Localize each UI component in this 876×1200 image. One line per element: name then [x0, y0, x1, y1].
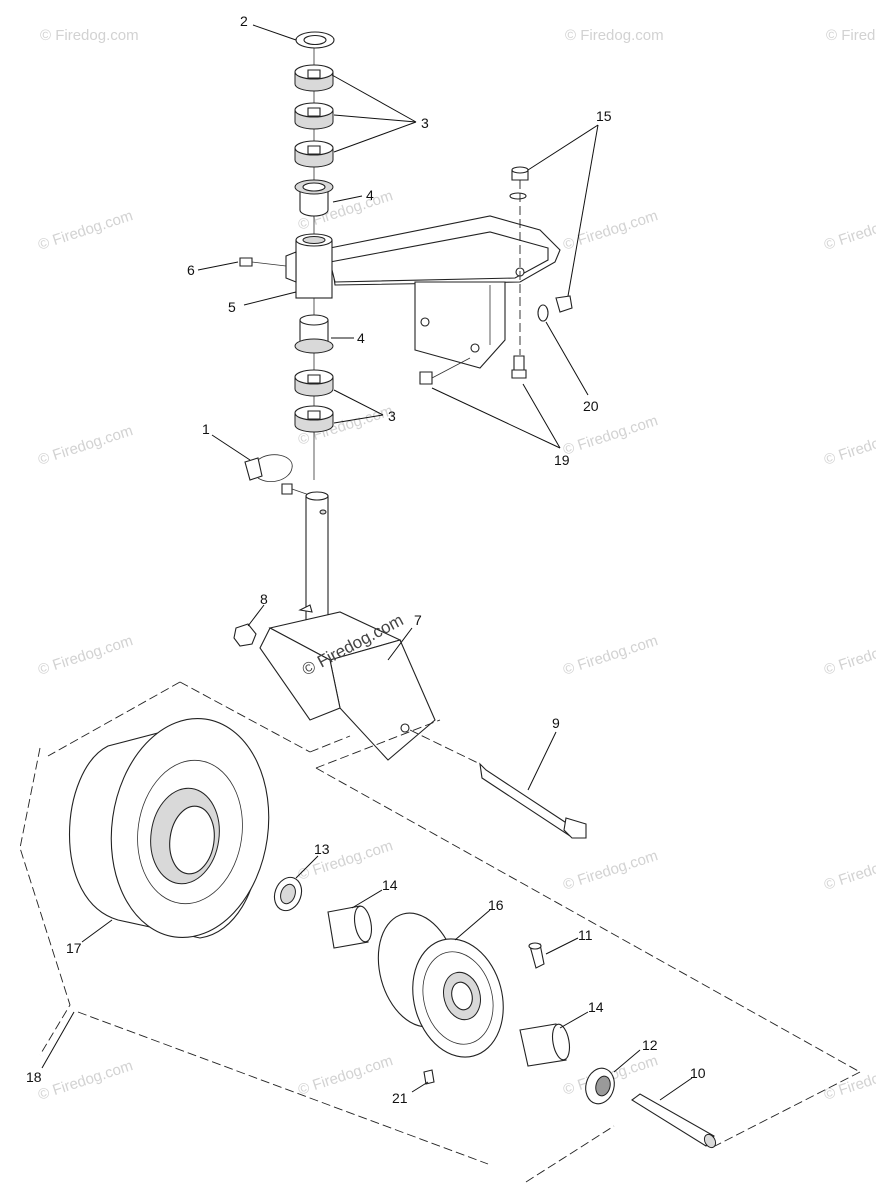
callout-17: 17	[66, 940, 82, 956]
watermark: © Firedog.com	[826, 27, 876, 44]
watermark: © Firedog.com	[565, 27, 664, 44]
wheel-hub-part-16	[377, 912, 504, 1058]
bearing-part-14-left	[327, 905, 373, 949]
callout-5: 5	[228, 299, 236, 315]
axle-bolt-part-9	[409, 729, 587, 839]
watermark: © Firedog.com	[822, 632, 876, 679]
callout-3-upper: 3	[421, 115, 429, 131]
grease-fitting-part-6	[239, 257, 287, 267]
assembly-boundary-part-18	[19, 681, 861, 1183]
callout-2: 2	[240, 13, 248, 29]
lock-pin-part-1	[244, 454, 319, 499]
callout-16: 16	[488, 897, 504, 913]
washer-part-20	[537, 304, 549, 322]
watermark: © Firedog.com	[561, 207, 660, 254]
watermark: © Firedog.com	[36, 422, 135, 469]
callout-18: 18	[26, 1069, 42, 1085]
spacer-tube-part-10	[631, 1093, 717, 1149]
watermark: © Firedog.com	[296, 837, 395, 884]
callout-9: 9	[552, 715, 560, 731]
watermark: © Firedog.com	[822, 847, 876, 894]
watermark: © Firedog.com	[561, 412, 660, 459]
watermark: © Firedog.com	[36, 632, 135, 679]
callout-20: 20	[583, 398, 599, 414]
steering-bracket-part-5	[285, 215, 561, 369]
callout-6: 6	[187, 262, 195, 278]
seal-part-13	[273, 876, 303, 912]
callout-21: 21	[392, 1090, 408, 1106]
callout-8: 8	[260, 591, 268, 607]
valve-stem-part-11	[528, 942, 545, 969]
spacer-part-3-upper	[294, 64, 334, 168]
callout-12: 12	[642, 1037, 658, 1053]
watermark: © Firedog.com	[822, 207, 876, 254]
callout-11: 11	[578, 927, 593, 943]
callout-14-left: 14	[382, 877, 398, 893]
spindle-shaft	[305, 491, 329, 637]
watermark: © Firedog.com	[822, 1057, 876, 1104]
callout-3-lower: 3	[388, 408, 396, 424]
leader-lines	[41, 24, 693, 1101]
callout-19: 19	[554, 452, 570, 468]
callout-14-right: 14	[588, 999, 604, 1015]
washer-part-2	[295, 31, 335, 49]
watermark: © Firedog.com	[561, 847, 660, 894]
watermark: © Firedog.com	[822, 422, 876, 469]
watermark: © Firedog.com	[36, 1057, 135, 1104]
callout-15: 15	[596, 108, 612, 124]
bushing-part-4-lower	[294, 314, 334, 354]
watermark: © Firedog.com	[561, 632, 660, 679]
watermark: © Firedog.com	[40, 27, 139, 44]
bearing-part-14-right	[519, 1023, 571, 1067]
callout-10: 10	[690, 1065, 706, 1081]
bolt-part-19	[419, 355, 527, 385]
bushing-part-4-upper	[294, 179, 334, 217]
callout-7: 7	[414, 612, 422, 628]
callout-13: 13	[314, 841, 330, 857]
watermark: © Firedog.com	[36, 207, 135, 254]
nut-part-15	[509, 166, 573, 355]
fork-part-7	[259, 604, 436, 761]
watermark: © Firedog.com	[296, 1052, 395, 1099]
callout-1: 1	[202, 421, 210, 437]
callout-4-lower: 4	[357, 330, 365, 346]
nut-part-8	[233, 623, 257, 647]
callout-4-upper: 4	[366, 187, 374, 203]
spacer-part-3-lower	[294, 369, 334, 433]
washer-part-12	[585, 1067, 615, 1105]
grease-fitting-part-21	[423, 1069, 435, 1085]
callout-labels: 2 3 4 5 6 4 3 1 15 20 19 8 7 9 13 14 16 …	[26, 13, 706, 1106]
tire-part-17	[68, 717, 270, 939]
